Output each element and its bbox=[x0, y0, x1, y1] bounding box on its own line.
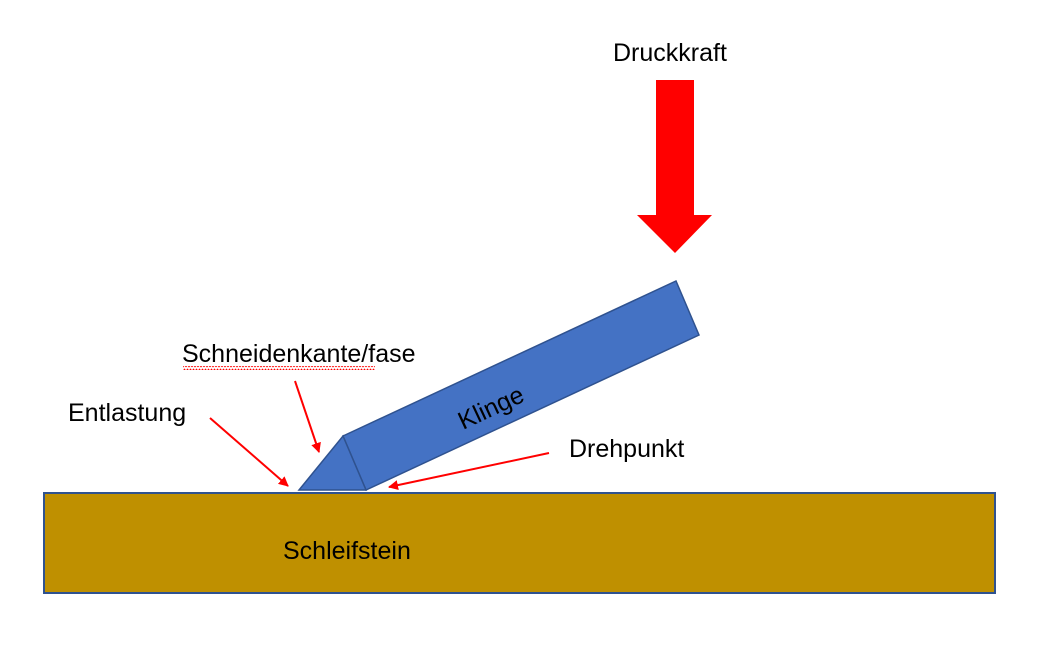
force-arrow bbox=[637, 80, 712, 253]
pivot-label: Drehpunkt bbox=[569, 435, 684, 463]
grinding-stone bbox=[43, 492, 996, 594]
relief-pointer bbox=[209, 417, 289, 487]
edge-bevel-pointer bbox=[294, 380, 321, 453]
edge-bevel-label: Schneidenkante/fase bbox=[182, 340, 416, 368]
spellcheck-underline bbox=[183, 366, 375, 370]
relief-label: Entlastung bbox=[68, 399, 186, 427]
stone-label: Schleifstein bbox=[283, 537, 411, 565]
blade-bevel bbox=[297, 434, 368, 491]
force-label: Druckkraft bbox=[613, 39, 727, 67]
pivot-pointer bbox=[388, 452, 550, 491]
